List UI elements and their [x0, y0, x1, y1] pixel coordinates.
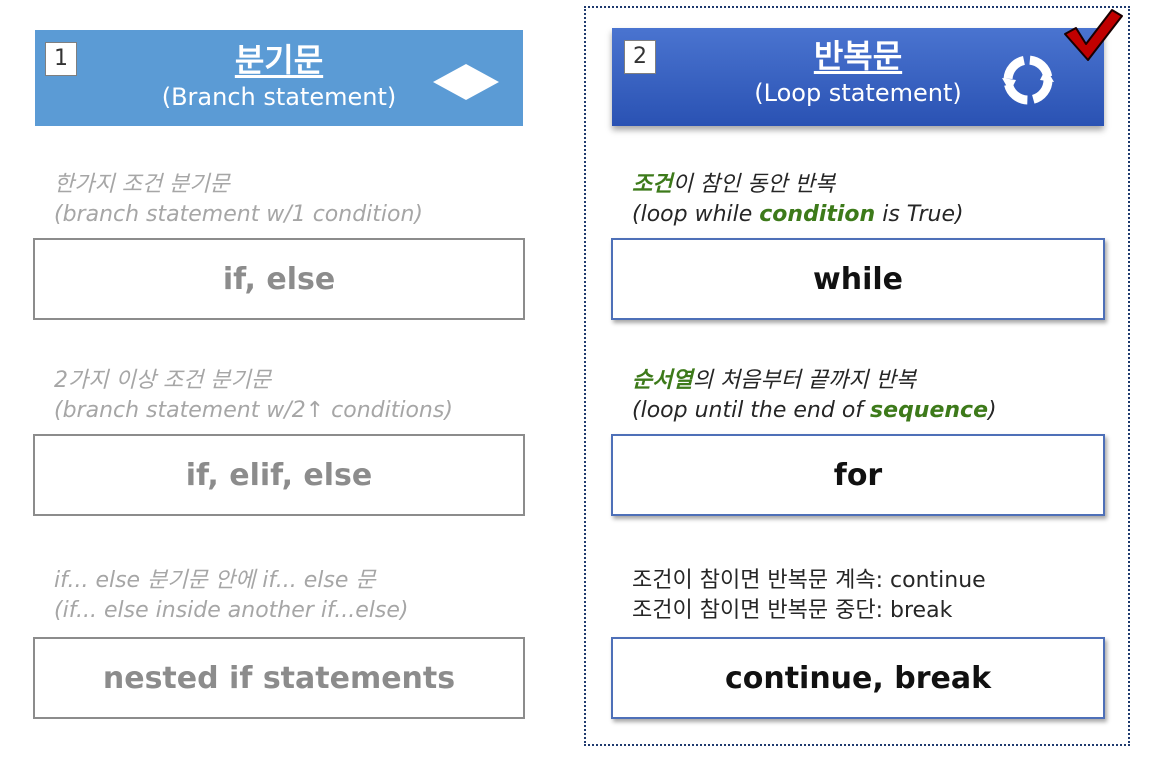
loop-desc-3b: 조건이 참이면 반복문 중단: break — [632, 598, 953, 623]
loop-desc-2b-highlight: sequence — [870, 398, 989, 423]
if-else-box: if, else — [33, 238, 525, 320]
branch-desc-3b: (if... else inside another if...else) — [54, 598, 409, 623]
loop-desc-2b: (loop until the end of sequence) — [632, 396, 997, 426]
loop-desc-2a: 순서열의 처음부터 끝까지 반복 — [632, 366, 916, 396]
loop-desc-2a-highlight: 순서열 — [632, 368, 693, 393]
while-box: while — [611, 238, 1105, 320]
loop-title-en: (Loop statement) — [754, 79, 962, 107]
branch-desc-2b: (branch statement w/2↑ conditions) — [54, 398, 453, 423]
loop-desc-2b-post: ) — [988, 398, 997, 423]
nested-if-box: nested if statements — [33, 637, 525, 719]
branch-desc-2a: 2가지 이상 조건 분기문 — [54, 368, 272, 393]
loop-desc-2b-pre: (loop until the end of — [632, 398, 871, 423]
loop-desc-1b: (loop while condition is True) — [632, 200, 964, 230]
continue-break-box: continue, break — [611, 637, 1105, 719]
branch-title-en: (Branch statement) — [161, 83, 397, 111]
loop-desc-1b-post: is True) — [875, 202, 964, 227]
loop-desc-1a: 조건이 참인 동안 반복 — [632, 170, 835, 200]
loop-header: 2 반복문 (Loop statement) — [612, 28, 1104, 126]
cycle-arrows-icon — [1002, 55, 1054, 105]
for-box: for — [611, 434, 1105, 516]
section-number: 1 — [45, 42, 77, 76]
branch-title-ko: 분기문 — [234, 41, 324, 79]
loop-desc-3a: 조건이 참이면 반복문 계속: continue — [632, 568, 986, 593]
checkmark-icon — [1064, 9, 1123, 61]
branch-title: 분기문 (Branch statement) — [35, 40, 523, 114]
loop-title-ko: 반복문 — [813, 37, 903, 75]
branch-desc-1a: 한가지 조건 분기문 — [54, 172, 230, 197]
branch-desc-3a: if... else 분기문 안에 if... else 문 — [54, 568, 376, 593]
if-elif-else-box: if, elif, else — [33, 434, 525, 516]
loop-desc-2a-rest: 의 처음부터 끝까지 반복 — [692, 368, 917, 393]
loop-section-frame — [584, 6, 1130, 746]
branch-desc-1b: (branch statement w/1 condition) — [54, 202, 424, 227]
loop-desc-1b-pre: (loop while — [632, 202, 760, 227]
section-number: 2 — [624, 40, 656, 74]
branch-header: 1 분기문 (Branch statement) — [35, 30, 523, 126]
loop-desc-1b-highlight: condition — [759, 202, 876, 227]
loop-desc-1a-highlight: 조건 — [632, 172, 673, 197]
diamond-icon — [433, 64, 499, 100]
loop-title: 반복문 (Loop statement) — [612, 36, 1104, 110]
loop-desc-1a-rest: 이 참인 동안 반복 — [672, 172, 836, 197]
